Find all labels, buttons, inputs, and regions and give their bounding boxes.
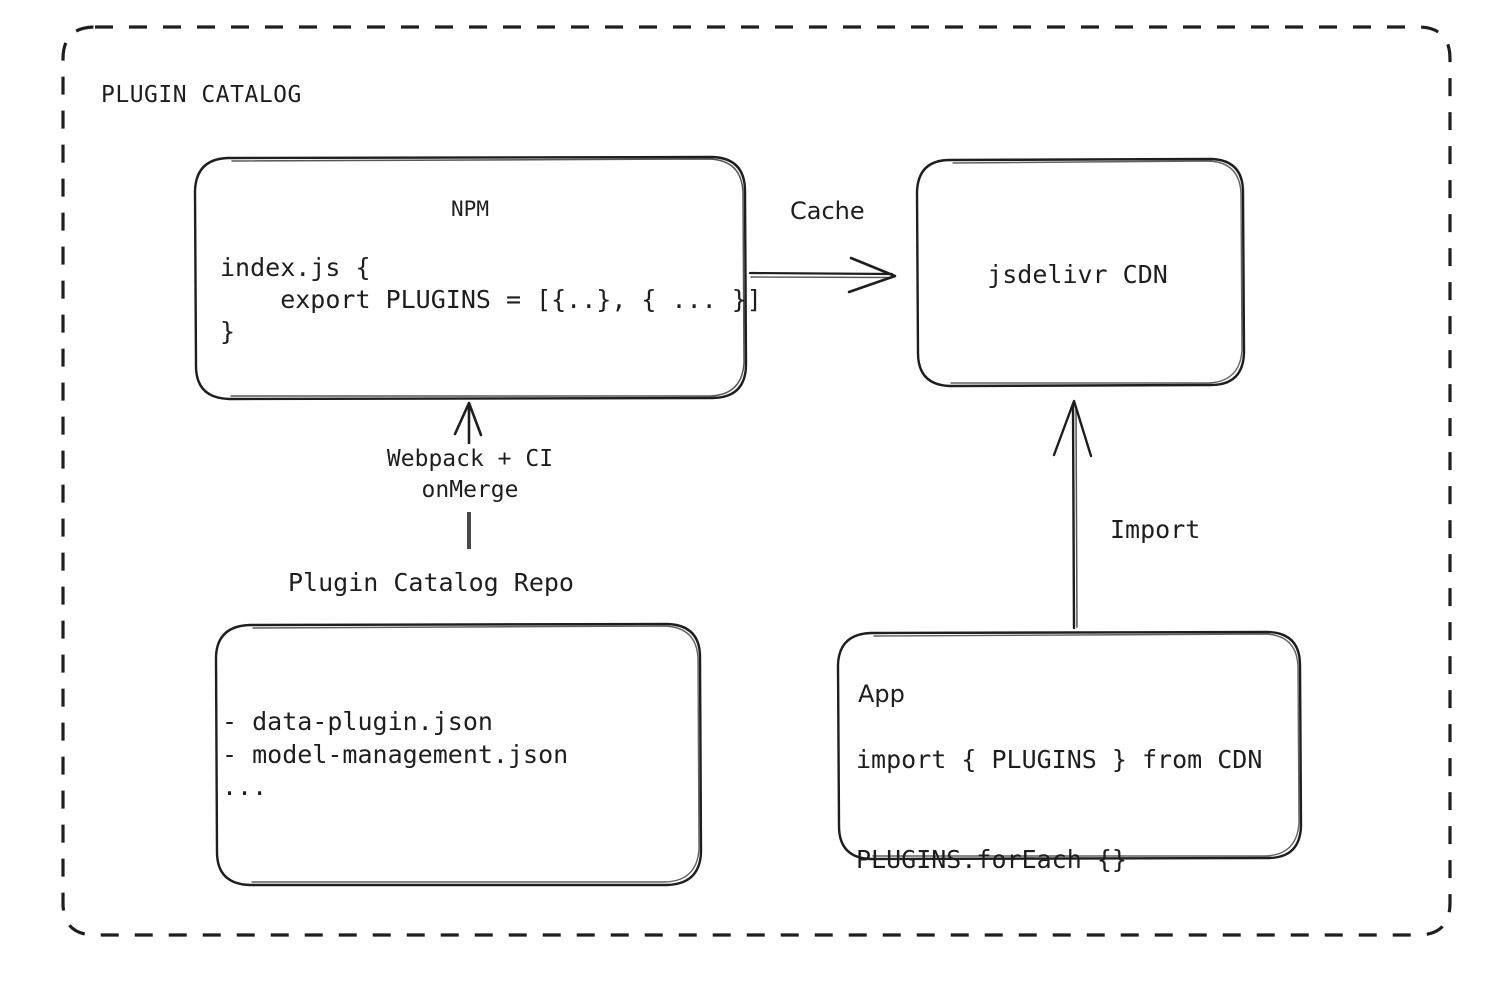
app-node-title: App: [858, 680, 905, 708]
repo-node-file-list: - data-plugin.json - model-management.js…: [222, 707, 569, 801]
repo-node-caption: Plugin Catalog Repo: [288, 568, 574, 597]
edge-npm-to-cdn: [748, 256, 897, 294]
edge-label-import: Import: [1110, 515, 1201, 544]
npm-node-code: index.js { export PLUGINS = [{..}, { ...…: [220, 253, 762, 346]
edge-app-to-cdn: [1052, 399, 1093, 630]
container-title: PLUGIN CATALOG: [101, 82, 302, 108]
app-node-code: import { PLUGINS } from CDN PLUGINS.forE…: [856, 745, 1263, 874]
edge-label-webpack-ci: Webpack + CI onMerge: [370, 444, 570, 507]
edge-label-cache: Cache: [790, 197, 865, 225]
cdn-node-title: jsdelivr CDN: [987, 260, 1168, 289]
npm-node-title: NPM: [451, 197, 489, 221]
